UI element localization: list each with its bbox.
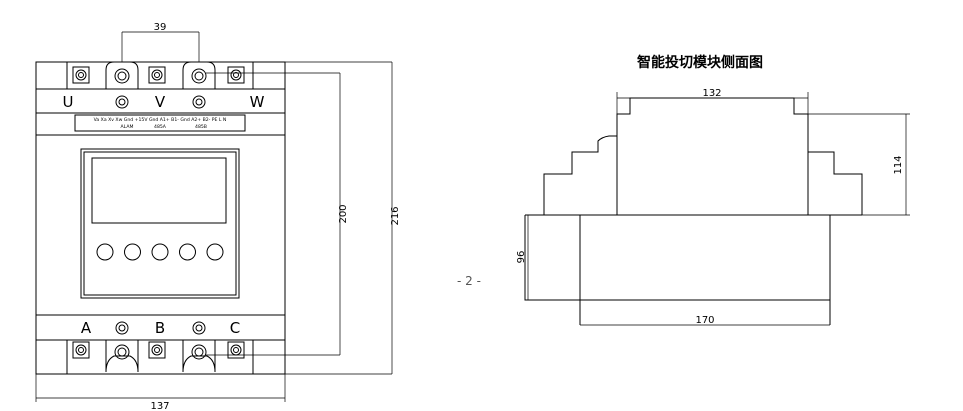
module-body <box>35 61 286 375</box>
dim-inner-height-label: 200 <box>338 204 349 223</box>
label-b: B <box>155 319 165 337</box>
dim-side-bottom-width-label: 170 <box>695 315 714 326</box>
dim-side-bottom-width: 170 <box>580 315 830 326</box>
terminal-strip-row1: Va Xa Xv Xw Gnd +15V Gnd A1+ B1- Gnd A2+… <box>94 117 227 123</box>
keypad-button <box>96 243 114 261</box>
dim-side-lower-height-label: 96 <box>516 251 527 264</box>
keypad-button <box>151 243 169 261</box>
bottom-phase-labels: A B C <box>36 319 285 341</box>
dim-top-width-label: 39 <box>154 22 167 33</box>
top-terminal-block <box>66 61 340 89</box>
keypad-button <box>206 243 224 261</box>
dim-side-upper-height-label: 114 <box>893 155 904 174</box>
dim-top-width: 39 <box>121 22 200 62</box>
bottom-terminal-block <box>66 340 340 374</box>
label-v: V <box>155 93 166 111</box>
side-profile-upper <box>543 97 863 215</box>
display-screen <box>91 157 227 224</box>
side-view-title: 智能投切模块侧面图 <box>636 54 763 71</box>
signal-terminal-strip: Va Xa Xv Xw Gnd +15V Gnd A1+ B1- Gnd A2+… <box>74 114 246 132</box>
dim-inner-height: 200 <box>338 73 349 355</box>
front-panel <box>80 148 240 299</box>
terminal-strip-485a: 485A <box>154 124 167 130</box>
dim-side-top-width-label: 132 <box>702 88 721 99</box>
dim-side-lower-height: 96 <box>516 215 529 300</box>
dim-total-height-label: 216 <box>390 206 401 225</box>
dim-side-top-width: 132 <box>616 88 809 114</box>
label-u: U <box>63 93 74 111</box>
keypad-button <box>124 243 141 261</box>
terminal-strip-alam: ALAM <box>121 124 134 130</box>
side-view: 智能投切模块侧面图 132 114 96 170 <box>516 54 910 326</box>
keypad-buttons <box>96 243 224 261</box>
label-c: C <box>230 319 240 337</box>
dim-side-upper-height: 114 <box>794 113 910 216</box>
keypad-button <box>179 243 196 261</box>
front-view: 39 U V <box>35 22 401 411</box>
terminal-strip-485b: 485B <box>195 124 207 130</box>
label-a: A <box>81 319 92 337</box>
dim-total-height: 216 <box>285 61 401 375</box>
page-number: - 2 - <box>457 274 481 288</box>
dim-bottom-width: 137 <box>35 374 286 411</box>
dim-bottom-width-label: 137 <box>150 401 169 411</box>
top-phase-labels: U V W <box>63 93 265 111</box>
label-w: W <box>250 93 265 111</box>
